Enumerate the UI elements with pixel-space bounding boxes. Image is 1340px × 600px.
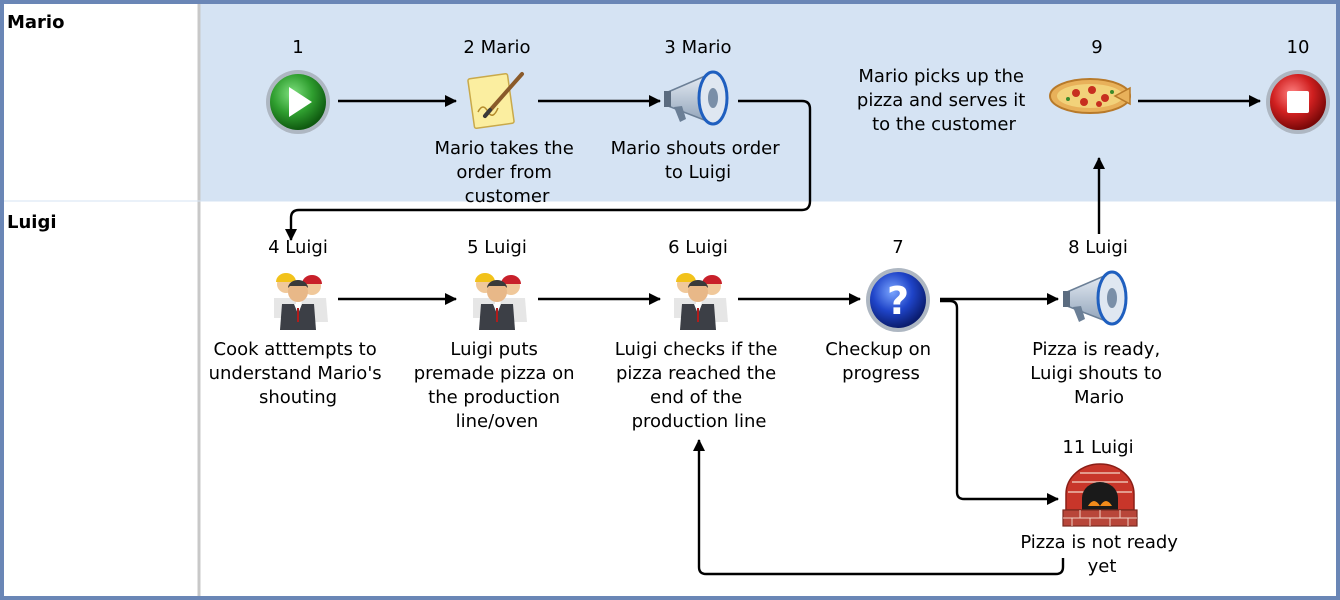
step-7[interactable]: 7 ? Checkup on progress xyxy=(825,237,937,384)
step-number: 4 Luigi xyxy=(268,237,328,258)
step-number: 8 Luigi xyxy=(1068,237,1128,258)
step-number: 5 Luigi xyxy=(467,237,527,258)
step-2-mario[interactable]: 2 Mario Mario takes the order from custo… xyxy=(434,37,579,207)
step-1[interactable]: 1 xyxy=(266,37,330,134)
pizza-icon xyxy=(1049,78,1131,114)
brick-oven-icon xyxy=(1062,463,1138,527)
step-number: 10 xyxy=(1287,37,1310,58)
step-number: 7 xyxy=(892,237,903,258)
flow-arrows xyxy=(285,95,1261,576)
step-number: 2 Mario xyxy=(463,37,530,58)
flow-7-to-11 xyxy=(940,299,1059,505)
lane-title-luigi: Luigi xyxy=(7,212,57,233)
step-description: Pizza is ready, Luigi shouts to Mario xyxy=(1030,339,1167,408)
step-description: Pizza is not ready yet xyxy=(1020,532,1183,577)
flow-11-to-6 xyxy=(693,439,1065,576)
notepad-pen-icon xyxy=(467,72,524,130)
workers-icon xyxy=(674,273,728,330)
step-description: Mario takes the order from customer xyxy=(434,138,579,207)
step-description: Mario picks up the pizza and serves it t… xyxy=(857,66,1031,135)
step-6-luigi[interactable]: 6 Luigi Luigi checks if the pizza reache… xyxy=(615,237,783,432)
megaphone-icon xyxy=(664,70,729,126)
step-9[interactable]: 9 Mario picks up the pizza and serves it… xyxy=(857,37,1131,135)
workers-icon xyxy=(274,273,328,330)
lane-header-mario xyxy=(4,4,198,201)
flow-3-to-4 xyxy=(285,99,812,241)
step-number: 11 Luigi xyxy=(1062,437,1133,458)
step-description: Mario shouts order to Luigi xyxy=(611,138,786,183)
lane-title-mario: Mario xyxy=(7,12,64,33)
step-3-mario[interactable]: 3 Mario Mario shouts order to Luigi xyxy=(611,37,786,183)
lane-luigi-band xyxy=(0,201,1340,600)
workers-icon xyxy=(473,273,527,330)
step-description: Luigi puts premade pizza on the producti… xyxy=(414,339,581,432)
stop-icon xyxy=(1266,70,1330,134)
step-5-luigi[interactable]: 5 Luigi Luigi puts premade pizza on the … xyxy=(414,237,581,432)
megaphone-icon xyxy=(1063,270,1128,326)
question-icon: ? xyxy=(866,268,930,332)
step-4-luigi[interactable]: 4 Luigi Cook atttempts to understand Mar… xyxy=(209,237,388,408)
step-number: 9 xyxy=(1091,37,1102,58)
step-11-luigi[interactable]: 11 Luigi Pizza is not ready yet xyxy=(1020,437,1183,577)
step-description: Cook atttempts to understand Mario's sho… xyxy=(209,339,388,408)
start-icon xyxy=(266,70,330,134)
step-8-luigi[interactable]: 8 Luigi Pizza is ready, Luigi shouts to … xyxy=(1030,237,1167,408)
step-number: 1 xyxy=(292,37,303,58)
step-10[interactable]: 10 xyxy=(1266,37,1330,134)
svg-text:?: ? xyxy=(887,279,909,323)
step-description: Checkup on progress xyxy=(825,339,937,384)
step-number: 3 Mario xyxy=(664,37,731,58)
step-number: 6 Luigi xyxy=(668,237,728,258)
step-description: Luigi checks if the pizza reached the en… xyxy=(615,339,783,432)
